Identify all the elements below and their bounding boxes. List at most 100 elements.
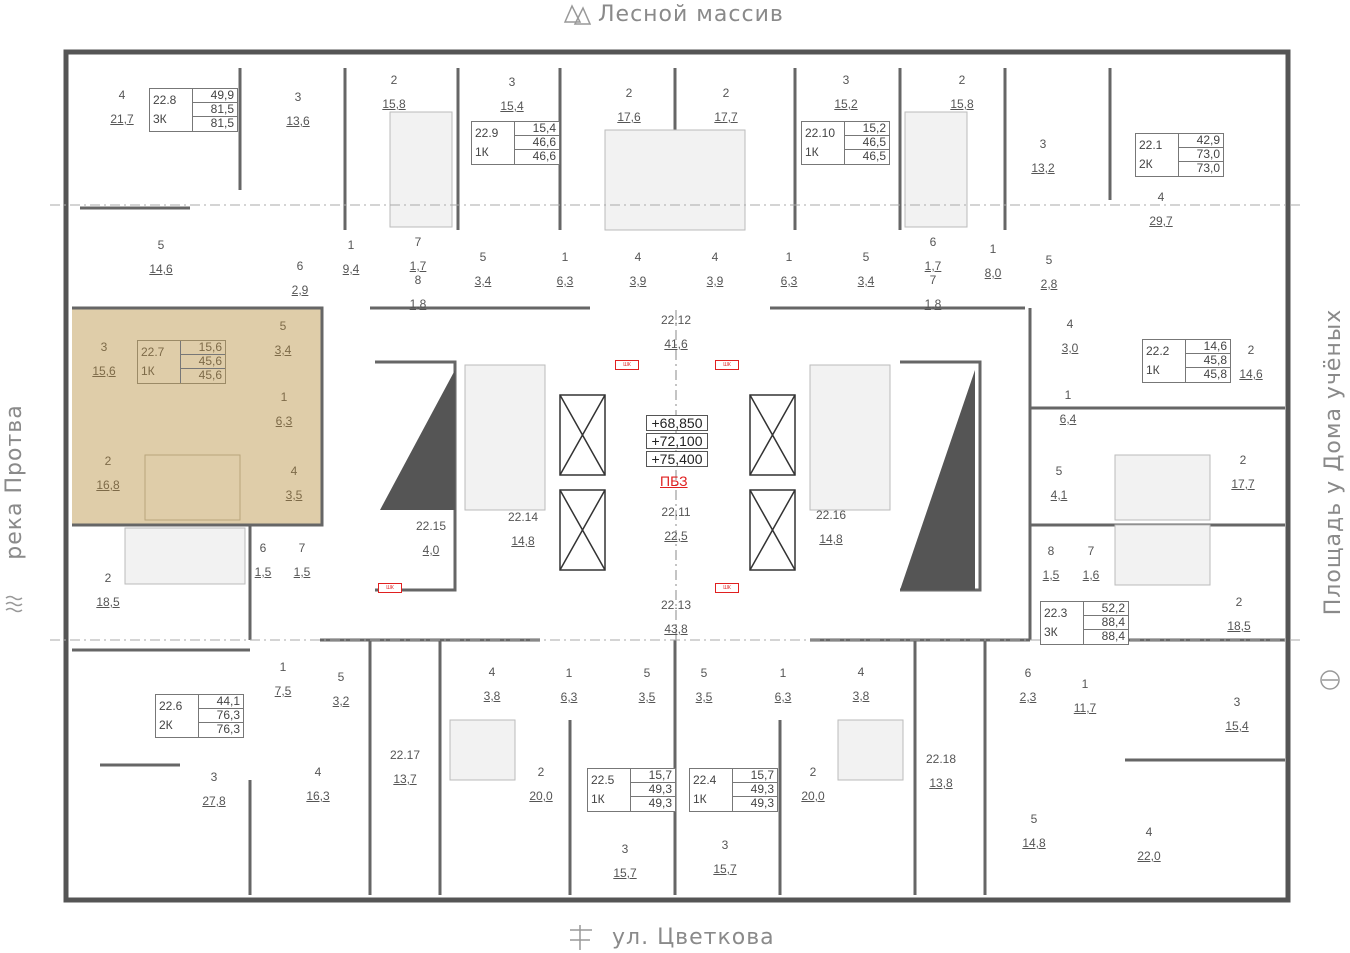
balcony-grid [1114,454,1211,521]
room-number: 2 [722,86,730,100]
apartment-number: 22.7 [141,345,165,359]
room-area: 18,5 [1227,619,1251,633]
room-area: 6,3 [560,690,578,704]
apartment-type: 1К [141,364,155,378]
shaft-right [900,370,975,590]
apartment-type: 1К [693,792,707,806]
room-number: 7 [929,273,937,287]
apartment-area: 45,8 [1186,354,1230,368]
apartment-area: 88,4 [1084,616,1128,630]
room-number: 5 [643,666,651,680]
apartment-area: 46,6 [532,149,556,163]
balcony-grid [449,719,516,781]
room-area: 41,6 [664,337,688,351]
room-area: 3,4 [274,343,292,357]
room-area: 15,8 [382,97,406,111]
room-number: 4 [857,665,865,679]
room-area: 13,7 [393,772,417,786]
room-number: 3 [621,842,629,856]
room-area: 16,8 [96,478,120,492]
room-number: 22.15 [415,519,447,533]
apartment-area: 76,3 [199,709,243,723]
room-area: 17,7 [1231,477,1255,491]
stair-left [464,364,546,511]
room-number: 5 [862,250,870,264]
selected-apartment-highlight[interactable] [72,308,322,525]
apartment-area: 14,6 [1186,340,1230,354]
room-area: 1,6 [1082,568,1100,582]
cabinet-tag: ШК [715,360,739,370]
room-number: 3 [1039,137,1047,151]
balcony-grid [389,111,453,228]
apartment-area: 15,7 [631,769,675,783]
apartment-type: 1К [1146,363,1160,377]
room-number: 4 [1145,825,1153,839]
room-area: 11,7 [1073,701,1097,715]
forest-icon [563,4,592,25]
room-area: 6,3 [780,274,798,288]
room-number: 1 [1081,677,1089,691]
room-number: 22.14 [507,510,539,524]
room-area: 13,8 [929,776,953,790]
room-number: 4 [711,250,719,264]
room-number: 5 [279,319,287,333]
apartment-area: 15,4 [515,122,559,136]
room-number: 1 [1064,388,1072,402]
room-area: 6,3 [275,414,293,428]
room-area: 15,7 [713,862,737,876]
room-area: 3,8 [483,689,501,703]
room-number: 2 [809,765,817,779]
room-area: 3,4 [857,274,875,288]
apartment-area: 45,8 [1203,367,1227,381]
room-area: 22,5 [664,529,688,543]
room-number: 4 [488,665,496,679]
room-area: 3,5 [285,488,303,502]
apartment-area: 45,6 [198,368,222,382]
room-area: 20,0 [801,789,825,803]
room-number: 4 [634,250,642,264]
room-number: 2 [104,454,112,468]
apartment-area: 76,3 [216,722,240,736]
apartment-type: 3К [153,112,167,126]
room-number: 6 [1024,666,1032,680]
apartment-number: 22.4 [693,773,717,787]
room-area: 15,4 [500,99,524,113]
apartment-area: 46,6 [515,136,559,150]
room-number: 7 [298,541,306,555]
room-area: 2,8 [1040,277,1058,291]
apartment-area: 44,1 [199,695,243,709]
room-area: 15,6 [92,364,116,378]
room-number: 2 [1239,453,1247,467]
room-area: 15,2 [834,97,858,111]
